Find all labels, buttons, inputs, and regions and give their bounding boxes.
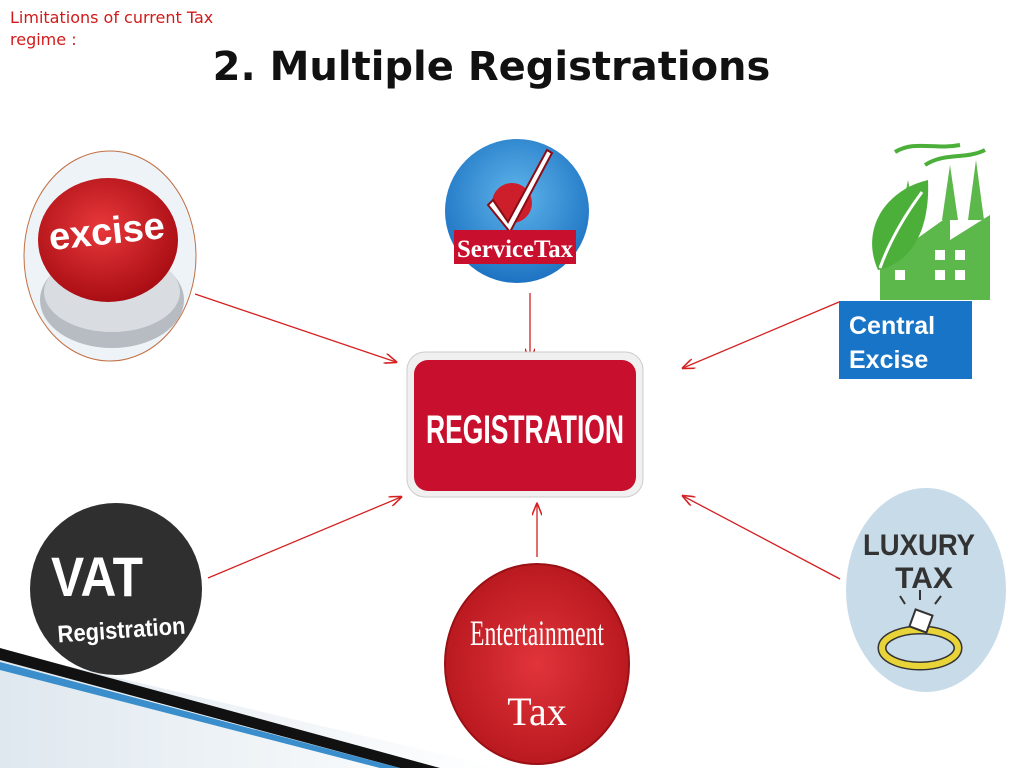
luxury-label: LUXURY <box>863 529 975 562</box>
registration-sign: REGISTRATION <box>406 351 644 498</box>
arrow-central-excise <box>683 301 840 368</box>
ring-icon <box>877 590 963 671</box>
slide-title: 2. Multiple Registrations <box>212 44 771 90</box>
central-excise-label-box: Central Excise <box>839 301 972 379</box>
central-excise-line2: Excise <box>849 346 929 374</box>
service-tax-node: ServiceTax <box>445 139 589 283</box>
arrow-excise <box>194 293 396 362</box>
slide-subtitle: Limitations of current Tax regime : <box>10 8 214 49</box>
luxury-tax-node: LUXURY TAX <box>846 488 1006 692</box>
arrow-vat <box>207 497 401 579</box>
central-excise-line1: Central <box>849 312 936 340</box>
corner-decoration <box>0 648 500 768</box>
arrow-luxury <box>683 496 841 580</box>
service-tax-label: ServiceTax <box>457 236 573 263</box>
entertainment-label: Entertainment <box>470 613 604 653</box>
central-excise-node <box>872 143 990 300</box>
excise-node: excise <box>23 150 197 362</box>
vat-label: VAT <box>51 545 143 608</box>
luxury-tax-label: TAX <box>895 562 953 595</box>
check-mark-icon <box>486 148 554 234</box>
registration-label: REGISTRATION <box>426 408 624 452</box>
vat-node: VAT Registration <box>30 503 202 675</box>
arrows <box>194 293 841 580</box>
entertainment-tax-label: Tax <box>507 689 566 734</box>
entertainment-tax-node: Entertainment Tax <box>444 563 630 765</box>
